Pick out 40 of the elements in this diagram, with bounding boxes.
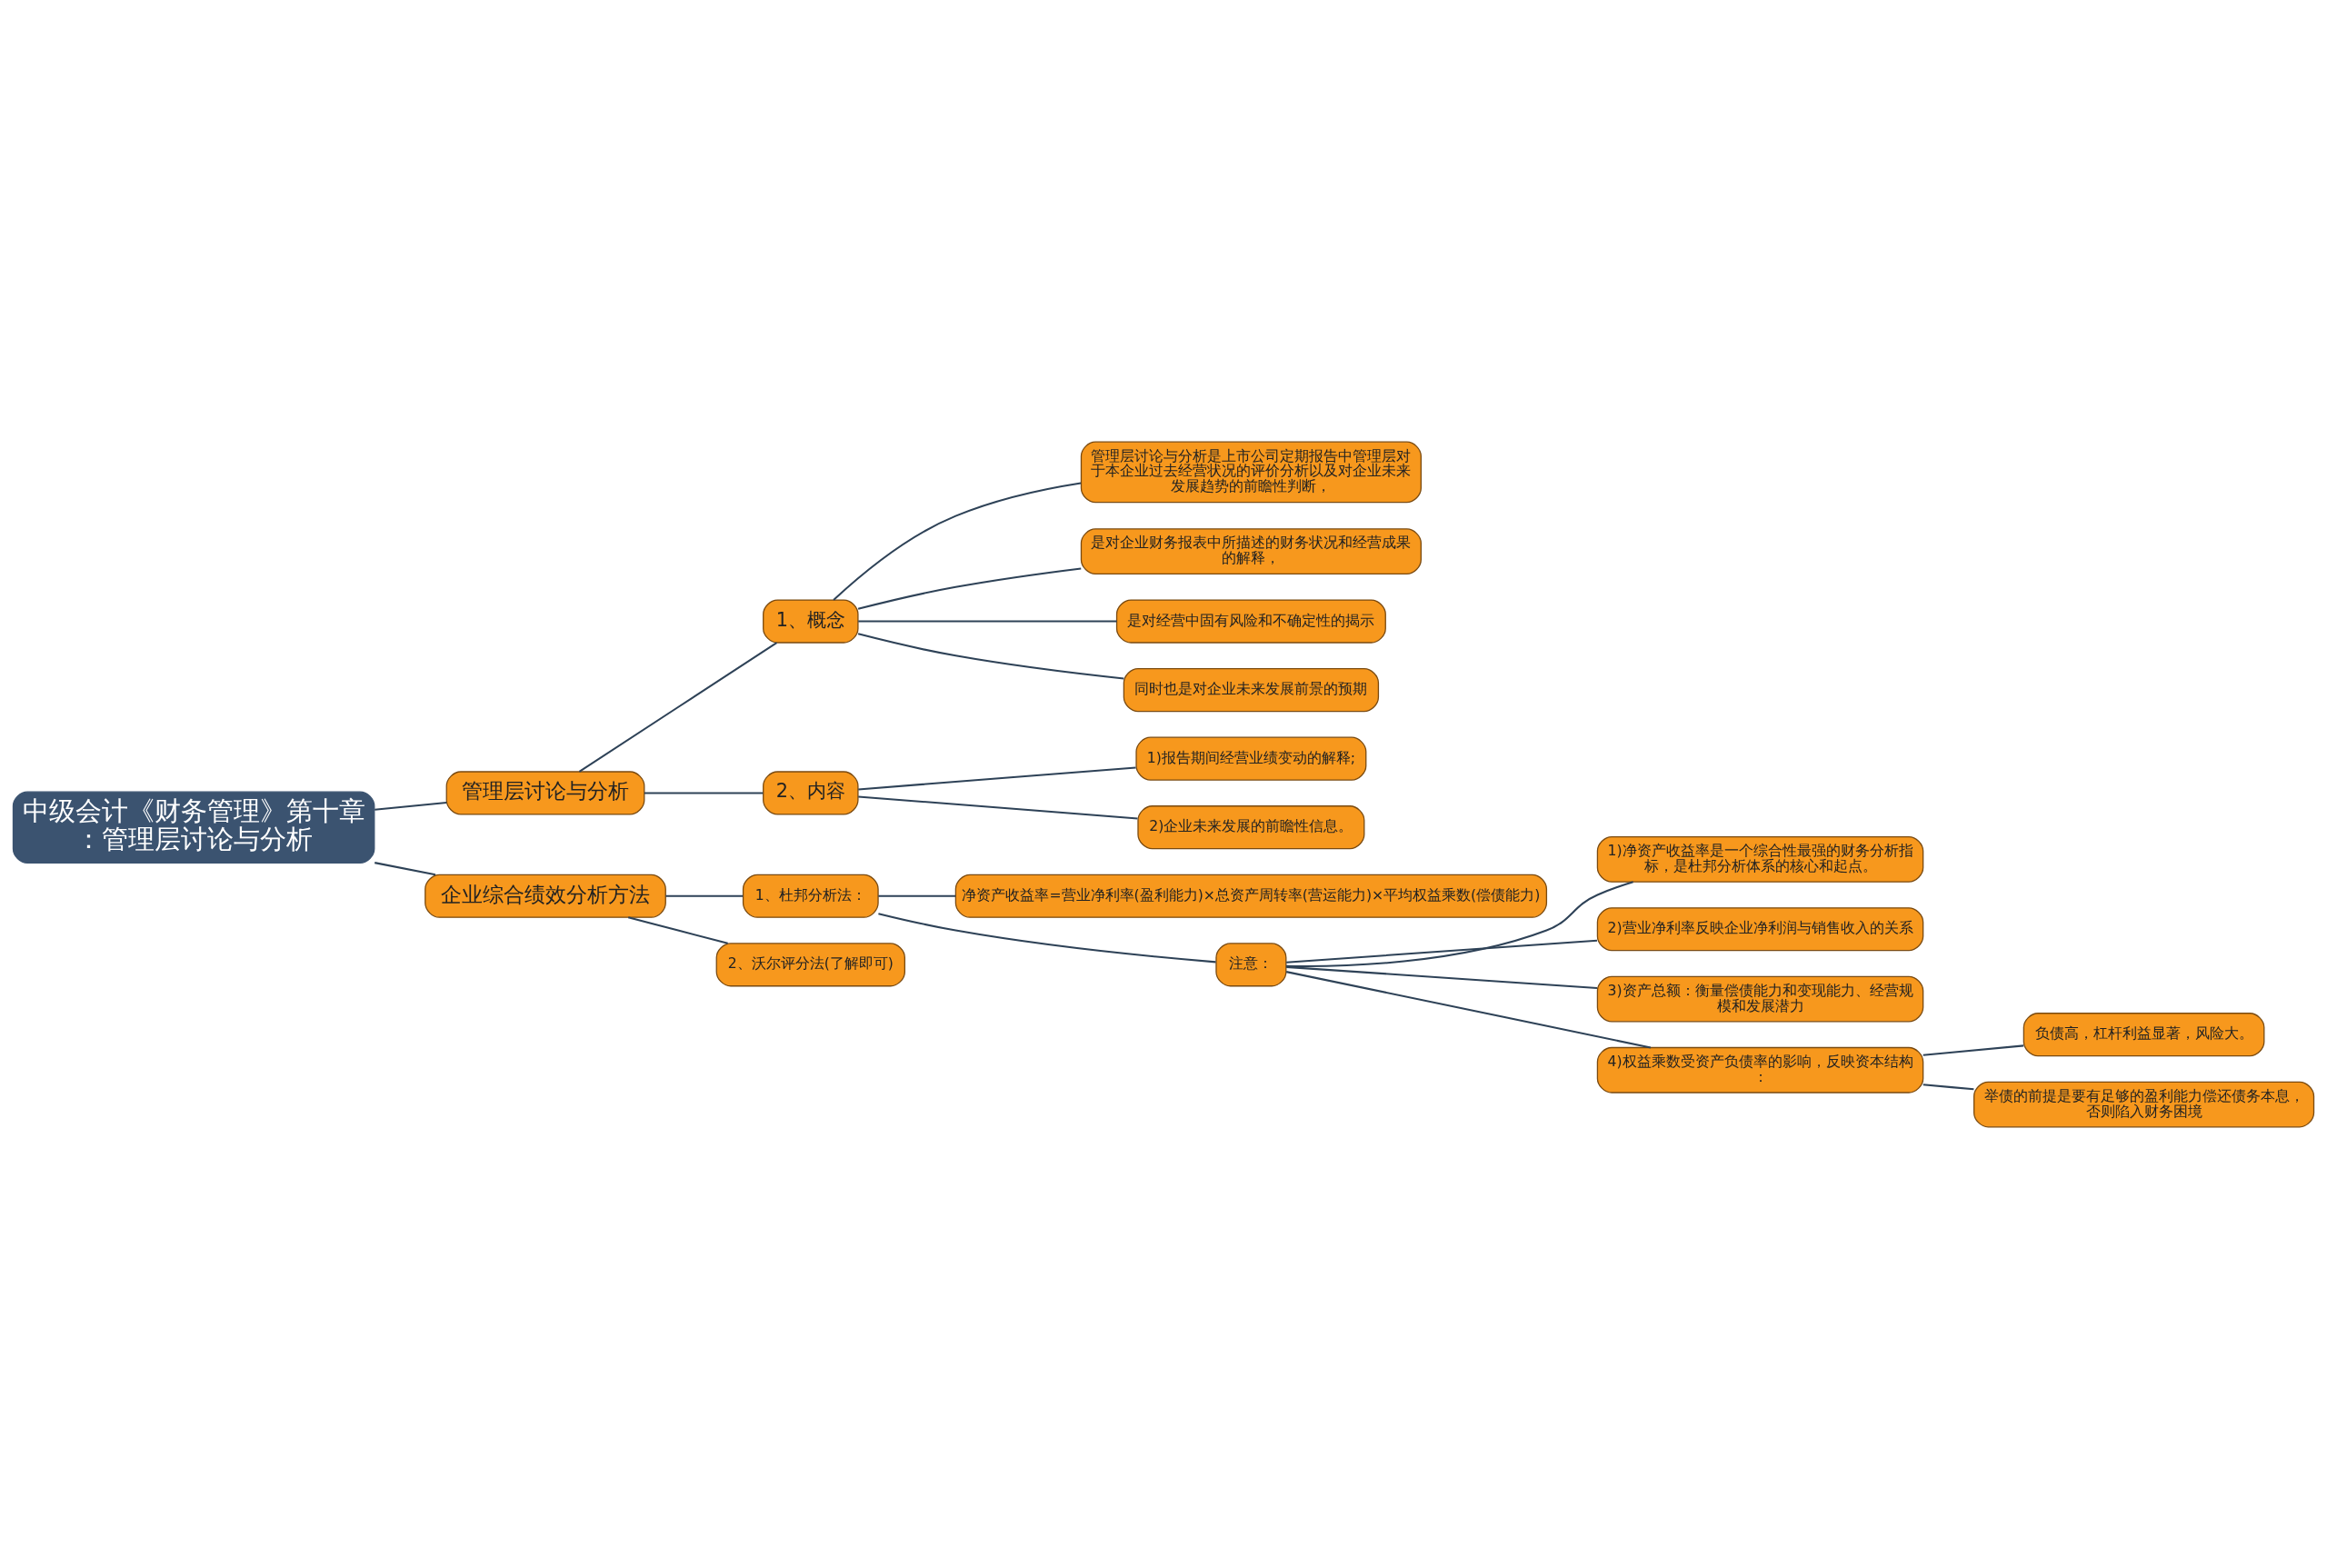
node-box: 同时也是对企业未来发展前景的预期 [1123, 667, 1380, 712]
connector [627, 915, 728, 944]
connector [833, 481, 1082, 601]
node-box: 管理层讨论与分析 [445, 770, 645, 815]
connector [665, 894, 744, 897]
connector [878, 912, 1216, 963]
node-box: 净资产收益率=营业净利率(盈利能力)×总资产周转率(营运能力)×平均权益乘数(偿债能力) [954, 874, 1548, 918]
connector [1286, 965, 1598, 989]
connector [878, 894, 956, 897]
connector [375, 801, 447, 811]
node-box: 1、杜邦分析法： [742, 874, 879, 918]
node-box: 举债的前提是要有足够的盈利能力偿还债务本息，否则陷入财务困境 [1973, 1081, 2315, 1127]
node-box: 中级会计《财务管理》第十章：管理层讨论与分析 [12, 791, 375, 864]
connector [858, 794, 1138, 820]
node-box: 3)资产总额：衡量偿债能力和变现能力、经营规模和发展潜力 [1596, 975, 1924, 1022]
connector [1286, 939, 1598, 964]
connector [858, 620, 1117, 623]
node-box: 1、概念 [763, 598, 859, 644]
node-box: 是对经营中固有风险和不确定性的揭示 [1115, 598, 1386, 644]
connector [1923, 1083, 1974, 1090]
node-box: 2)营业净利率反映企业净利润与销售收入的关系 [1596, 906, 1924, 951]
connector [375, 861, 436, 875]
connector [578, 641, 778, 773]
node-box: 1)净资产收益率是一个综合性最强的财务分析指标，是杜邦分析体系的核心和起点。 [1596, 835, 1924, 883]
node-box: 2、内容 [763, 770, 859, 815]
connector [857, 566, 1082, 610]
connector [1286, 880, 1633, 967]
connector [644, 791, 764, 794]
connector [858, 765, 1136, 790]
node-box: 1)报告期间经营业绩变动的解释; [1135, 736, 1367, 781]
node-box: 注意： [1215, 942, 1287, 986]
node-box: 负债高，杠杆利益显著，风险大。 [2022, 1012, 2265, 1056]
connector [1923, 1044, 2024, 1056]
node-box: 2、沃尔评分法(了解即可) [715, 942, 905, 986]
node-box: 企业综合绩效分析方法 [424, 874, 666, 918]
node-box: 2)企业未来发展的前瞻性信息。 [1137, 804, 1365, 849]
node-box: 管理层讨论与分析是上市公司定期报告中管理层对于本企业过去经营状况的评价分析以及对企业未来发展趋势的前瞻性判断， [1080, 441, 1422, 503]
node-box: 是对企业财务报表中所描述的财务状况和经营成果的解释， [1080, 527, 1422, 574]
connector [857, 632, 1124, 680]
node-box: 4)权益乘数受资产负债率的影响，反映资本结构： [1596, 1046, 1924, 1094]
